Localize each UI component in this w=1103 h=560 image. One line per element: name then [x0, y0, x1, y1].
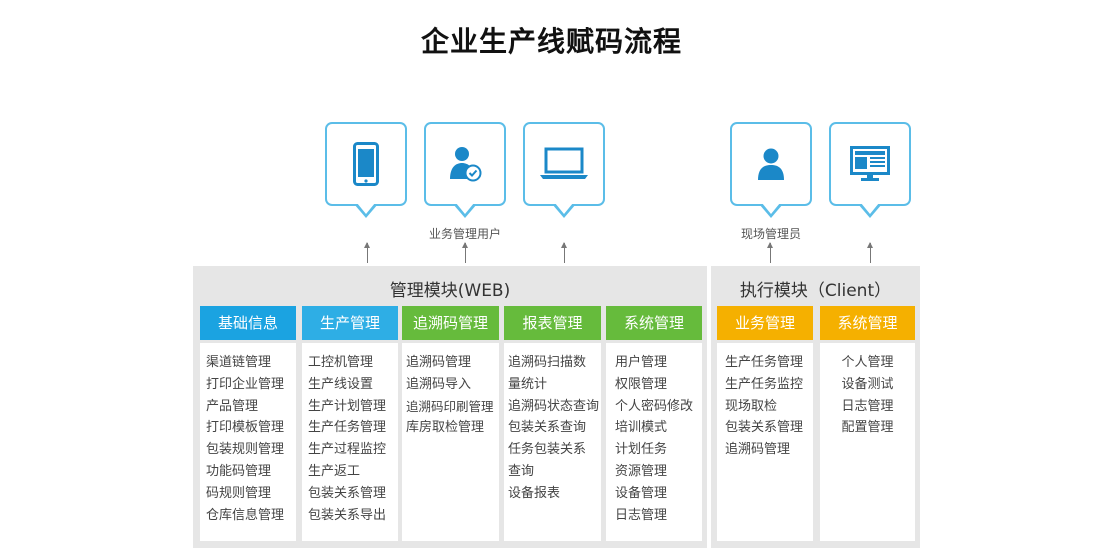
list-item: 产品管理: [206, 398, 259, 414]
list-item: 打印企业管理: [206, 376, 285, 392]
list-item: 设备管理: [615, 485, 668, 501]
arrow-up: [364, 242, 370, 263]
list-item: 现场取检: [725, 398, 778, 414]
list-item: 生产过程监控: [308, 442, 387, 458]
list-item: 个人密码修改: [615, 398, 694, 414]
list-item: 仓库信息管理: [206, 507, 285, 523]
list-item: 追溯码管理: [725, 442, 791, 458]
list-item: 生产线设置: [308, 376, 374, 392]
column-header-business: 业务管理: [717, 306, 813, 340]
list-item: 培训模式: [615, 420, 668, 436]
column-header-basic-info: 基础信息: [200, 306, 296, 340]
list-item: 包装关系管理: [725, 420, 804, 436]
arrow-up: [867, 242, 873, 263]
column-header-reports: 报表管理: [504, 306, 601, 340]
management-panel-title: 管理模块(WEB): [389, 281, 511, 301]
caption-business-user: 业务管理用户: [428, 227, 501, 241]
laptop-icon: [539, 147, 589, 181]
list-item: 追溯码管理: [406, 355, 472, 370]
device-box-site-admin: [730, 122, 812, 218]
list-item: 用户管理: [615, 355, 668, 370]
user-check-icon: [448, 145, 482, 183]
list-item: 任务包装关系查询: [508, 442, 587, 479]
list-item: 生产任务监控: [725, 376, 804, 392]
list-item: 功能码管理: [206, 463, 272, 479]
list-item: 渠道链管理: [206, 355, 272, 370]
list-item: 配置管理: [841, 420, 894, 436]
user-icon: [757, 147, 785, 181]
arrow-up: [462, 242, 468, 263]
column-body-trace-code: 追溯码管理 追溯码导入 追溯码印刷管理 库房取检管理: [402, 343, 499, 541]
list-item: 工控机管理: [308, 355, 374, 370]
list-item: 日志管理: [841, 398, 894, 414]
list-item: 资源管理: [615, 463, 668, 479]
list-item: 码规则管理: [206, 485, 272, 501]
device-box-laptop: [523, 122, 605, 218]
column-body-business: 生产任务管理 生产任务监控 现场取检 包装关系管理 追溯码管理: [717, 343, 813, 541]
list-item: 包装规则管理: [206, 442, 285, 458]
column-header-system: 系统管理: [606, 306, 702, 340]
list-item: 生产返工: [308, 463, 361, 479]
list-item: 日志管理: [615, 507, 668, 523]
column-header-trace-code: 追溯码管理: [402, 306, 499, 340]
device-box-monitor: [829, 122, 911, 218]
list-item: 打印模板管理: [206, 420, 285, 436]
list-item: 生产任务管理: [308, 420, 387, 436]
column-body-basic-info: 渠道链管理 打印企业管理 产品管理 打印模板管理 包装规则管理 功能码管理 码规…: [200, 343, 296, 541]
list-item: 包装关系管理: [308, 485, 387, 501]
news-monitor-icon: [850, 146, 890, 182]
list-item: 追溯码印刷管理: [406, 398, 494, 414]
page-title: 企业生产线赋码流程: [420, 25, 682, 58]
arrow-up: [561, 242, 567, 263]
device-box-business-user: [424, 122, 506, 218]
execution-panel-title: 执行模块（Client）: [739, 281, 892, 301]
list-item: 追溯码扫描数量统计: [508, 355, 587, 392]
arrow-up: [767, 242, 773, 263]
column-body-reports: 追溯码扫描数量统计 追溯码状态查询 包装关系查询 任务包装关系查询 设备报表: [504, 343, 601, 541]
list-item: 追溯码导入: [406, 376, 472, 392]
column-header-client-system: 系统管理: [820, 306, 915, 340]
list-item: 包装关系查询: [508, 420, 587, 436]
smartphone-icon: [353, 142, 379, 186]
list-item: 计划任务: [615, 442, 668, 458]
list-item: 包装关系导出: [308, 507, 387, 523]
column-body-system: 用户管理 权限管理 个人密码修改 培训模式 计划任务 资源管理 设备管理 日志管…: [606, 343, 702, 541]
device-box-smartphone: [325, 122, 407, 218]
list-item: 生产任务管理: [725, 355, 804, 370]
list-item: 权限管理: [615, 376, 668, 392]
list-item: 生产计划管理: [308, 398, 387, 414]
column-body-production: 工控机管理 生产线设置 生产计划管理 生产任务管理 生产过程监控 生产返工 包装…: [302, 343, 398, 541]
list-item: 个人管理: [841, 355, 894, 370]
column-body-client-system: 个人管理 设备测试 日志管理 配置管理: [820, 343, 915, 541]
list-item: 库房取检管理: [406, 420, 485, 436]
column-header-production: 生产管理: [302, 306, 398, 340]
list-item: 追溯码状态查询: [508, 398, 600, 414]
list-item: 设备测试: [841, 376, 894, 392]
list-item: 设备报表: [508, 485, 561, 501]
caption-site-admin: 现场管理员: [740, 227, 801, 241]
